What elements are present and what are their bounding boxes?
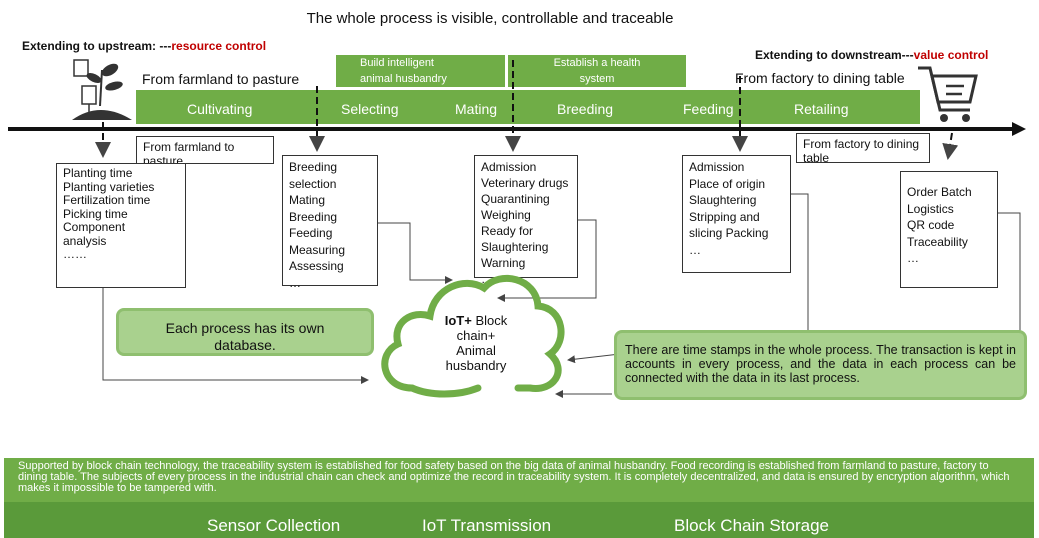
layer-block-chain-storage: Block Chain Storage <box>674 516 829 535</box>
from-factory-box: From factory to dining table <box>796 133 930 165</box>
cultivating-list-item: Planting varieties <box>63 179 155 194</box>
downstream-highlight: value control <box>913 48 989 62</box>
cloud-icon <box>381 274 565 398</box>
breeding-list-item: Admission <box>481 160 537 174</box>
box-line: Build intelligent <box>360 57 434 69</box>
timestamp-note: There are time stamps in the whole proce… <box>614 330 1027 400</box>
cultivating-list-item: …… <box>63 247 87 261</box>
box-line: Establish a health <box>553 57 641 69</box>
shopping-cart-icon <box>918 66 978 122</box>
selecting-list-item: Feeding <box>289 226 333 240</box>
selecting-list-item: … <box>289 275 301 290</box>
feeding-list-item: … <box>689 242 701 257</box>
retailing-list-item: QR code <box>907 218 955 232</box>
stage-cultivating: Cultivating <box>187 101 253 117</box>
intelligent-husbandry-box: Build intelligent animal husbandry <box>336 55 505 87</box>
breeding-list-item: Quarantining <box>481 192 550 206</box>
feeding-list-item: Slaughtering <box>689 193 757 207</box>
selecting-list-item: Breeding <box>289 160 338 174</box>
selecting-list-item: Mating <box>289 193 326 207</box>
from-factory-label: From factory to dining table <box>735 70 905 86</box>
selecting-list-item: Assessing <box>289 259 344 273</box>
downstream-text: Extending to downstream--- <box>755 48 914 62</box>
cultivating-list-item: Fertilization time <box>63 193 151 207</box>
bottom-description: Supported by block chain technology, the… <box>4 458 1034 502</box>
stage-feeding: Feeding <box>683 101 734 117</box>
bottom-layer-bar <box>4 502 1034 538</box>
selecting-list-item: Breeding <box>289 209 338 224</box>
cloud-bold: IoT+ <box>444 313 472 328</box>
downstream-label: Extending to downstream---value control <box>755 48 988 62</box>
cultivating-list-item: analysis <box>63 233 107 248</box>
upstream-highlight: resource control <box>171 39 267 53</box>
retailing-list-item: Traceability <box>907 234 968 249</box>
box-line: animal husbandry <box>360 73 447 85</box>
feeding-list-item: Stripping and <box>689 209 760 224</box>
stage-retailing: Retailing <box>794 101 849 117</box>
feeding-list-item: Admission <box>689 160 745 174</box>
retailing-list-item: … <box>907 251 919 265</box>
diagram-title: The whole process is visible, controllab… <box>306 10 674 27</box>
from-farmland-box: From farmland to pasture <box>136 136 274 168</box>
stage-mating: Mating <box>455 101 498 117</box>
selecting-list-item: Measuring <box>289 242 346 257</box>
upstream-label: Extending to upstream: ---resource contr… <box>22 39 266 53</box>
health-system-box: Establish a health system <box>508 55 686 87</box>
breeding-list-item: Weighing <box>481 208 531 222</box>
from-farmland-label: From farmland to pasture <box>142 71 300 87</box>
farm-plant-icon <box>72 59 132 120</box>
layer-iot-transmission: IoT Transmission <box>422 516 552 535</box>
cultivating-list-item: Picking time <box>63 206 128 221</box>
retailing-list-item: Order Batch <box>907 185 972 199</box>
feeding-list-item: slicing Packing <box>689 226 769 240</box>
breeding-list-item: Ready for <box>481 224 534 238</box>
layer-sensor-collection: Sensor Collection <box>207 516 341 535</box>
retailing-list-item: Logistics <box>907 201 954 216</box>
selecting-list-item: selection <box>289 176 337 191</box>
cultivating-list-item: Planting time <box>63 166 133 180</box>
stage-selecting: Selecting <box>341 101 399 117</box>
database-note: Each process has its own database. <box>116 308 374 356</box>
breeding-list-item: Veterinary drugs <box>481 176 569 190</box>
breeding-list-item: Warning <box>481 256 526 270</box>
breeding-list-item: Slaughtering <box>481 240 549 254</box>
feeding-list-item: Place of origin <box>689 176 766 191</box>
stage-breeding: Breeding <box>557 101 614 117</box>
cultivating-list-item: Component <box>63 220 126 234</box>
box-line: system <box>579 73 615 85</box>
cloud-rest: Block chain+ Animal husbandry <box>445 313 508 373</box>
process-bar <box>136 90 920 124</box>
timeline-arrowhead <box>1012 122 1026 136</box>
cloud-label: IoT+ Block chain+ Animal husbandry <box>436 313 516 373</box>
upstream-text: Extending to upstream: --- <box>22 39 172 53</box>
